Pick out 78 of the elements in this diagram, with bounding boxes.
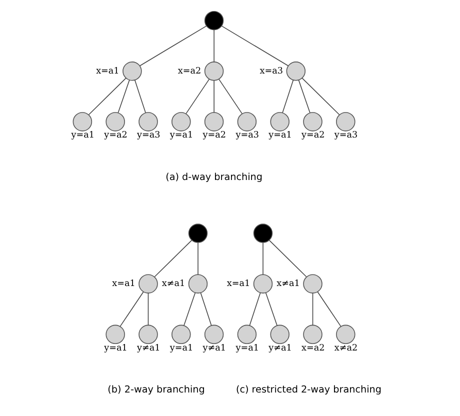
node-circle bbox=[188, 274, 208, 294]
node-circle bbox=[252, 274, 272, 294]
node-circle bbox=[105, 112, 124, 132]
connector bbox=[248, 292, 260, 326]
node-circle bbox=[204, 62, 224, 81]
node-label: x≠a1 bbox=[276, 279, 300, 290]
node-circle bbox=[302, 324, 322, 344]
node-label: x=a2 bbox=[177, 66, 201, 76]
node-label: y=a2 bbox=[202, 130, 226, 141]
connector bbox=[298, 80, 310, 114]
connector bbox=[282, 80, 294, 114]
connector bbox=[119, 291, 144, 327]
connector bbox=[147, 292, 148, 326]
node-label: x=a3 bbox=[259, 66, 283, 76]
node-label: x≠a2 bbox=[334, 343, 358, 354]
node-circle bbox=[188, 224, 208, 243]
connector bbox=[117, 80, 130, 114]
node-circle bbox=[236, 324, 256, 344]
node-circle bbox=[270, 112, 289, 132]
node-label: y=a3 bbox=[235, 130, 258, 141]
node-circle bbox=[204, 324, 224, 344]
connector bbox=[312, 292, 313, 326]
node-label: x≠a1 bbox=[161, 279, 185, 290]
node-label: y=a1 bbox=[104, 343, 127, 354]
node-label: y=a1 bbox=[235, 343, 258, 354]
connector bbox=[268, 240, 306, 278]
node-circle bbox=[252, 224, 272, 243]
node-circle bbox=[302, 274, 322, 294]
node-circle bbox=[122, 62, 142, 81]
connector bbox=[197, 242, 198, 276]
node-label: y=a1 bbox=[268, 130, 292, 141]
node-label: y=a1 bbox=[169, 343, 193, 354]
connector bbox=[185, 78, 210, 114]
node-label: x=a1 bbox=[96, 66, 119, 76]
connector bbox=[264, 292, 277, 326]
connector bbox=[220, 26, 288, 66]
node-label: x=a2 bbox=[301, 343, 324, 354]
label: (b) 2-way branching bbox=[107, 384, 204, 396]
node-label: y≠a1 bbox=[268, 343, 292, 354]
label: (c) restricted 2-way branching bbox=[235, 384, 382, 396]
node-label: x=a1 bbox=[226, 279, 250, 290]
connector bbox=[88, 78, 126, 116]
node-circle bbox=[204, 112, 224, 132]
node-label: y=a3 bbox=[334, 130, 358, 141]
node-circle bbox=[286, 62, 306, 81]
node-circle bbox=[138, 112, 158, 132]
node-label: y≠a1 bbox=[136, 343, 160, 354]
node-circle bbox=[105, 324, 124, 344]
connector bbox=[183, 292, 196, 326]
node-label: y=a2 bbox=[301, 130, 324, 141]
connector bbox=[134, 80, 146, 114]
connector bbox=[200, 292, 212, 326]
node-circle bbox=[138, 274, 158, 294]
node-circle bbox=[336, 112, 355, 132]
connector bbox=[316, 291, 341, 327]
node-circle bbox=[171, 112, 190, 132]
label: (a) d-way branching bbox=[165, 172, 262, 183]
node-circle bbox=[302, 112, 322, 132]
connector bbox=[213, 80, 214, 113]
connector bbox=[213, 30, 214, 62]
connector bbox=[262, 242, 263, 276]
connector bbox=[154, 240, 192, 278]
connector bbox=[301, 78, 340, 116]
node-label: y=a1 bbox=[70, 130, 94, 141]
node-label: y=a3 bbox=[136, 130, 160, 141]
node-circle bbox=[138, 324, 158, 344]
node-circle bbox=[336, 324, 355, 344]
node-circle bbox=[270, 324, 289, 344]
node-label: y=a2 bbox=[104, 130, 127, 141]
node-label: x=a1 bbox=[112, 279, 135, 290]
node-label: y=a1 bbox=[169, 130, 193, 141]
node-label: y≠a1 bbox=[202, 343, 226, 354]
node-circle bbox=[72, 112, 92, 132]
node-circle bbox=[204, 10, 224, 30]
connector bbox=[139, 26, 206, 66]
connector bbox=[218, 78, 242, 114]
node-circle bbox=[171, 324, 190, 344]
node-circle bbox=[236, 112, 256, 132]
